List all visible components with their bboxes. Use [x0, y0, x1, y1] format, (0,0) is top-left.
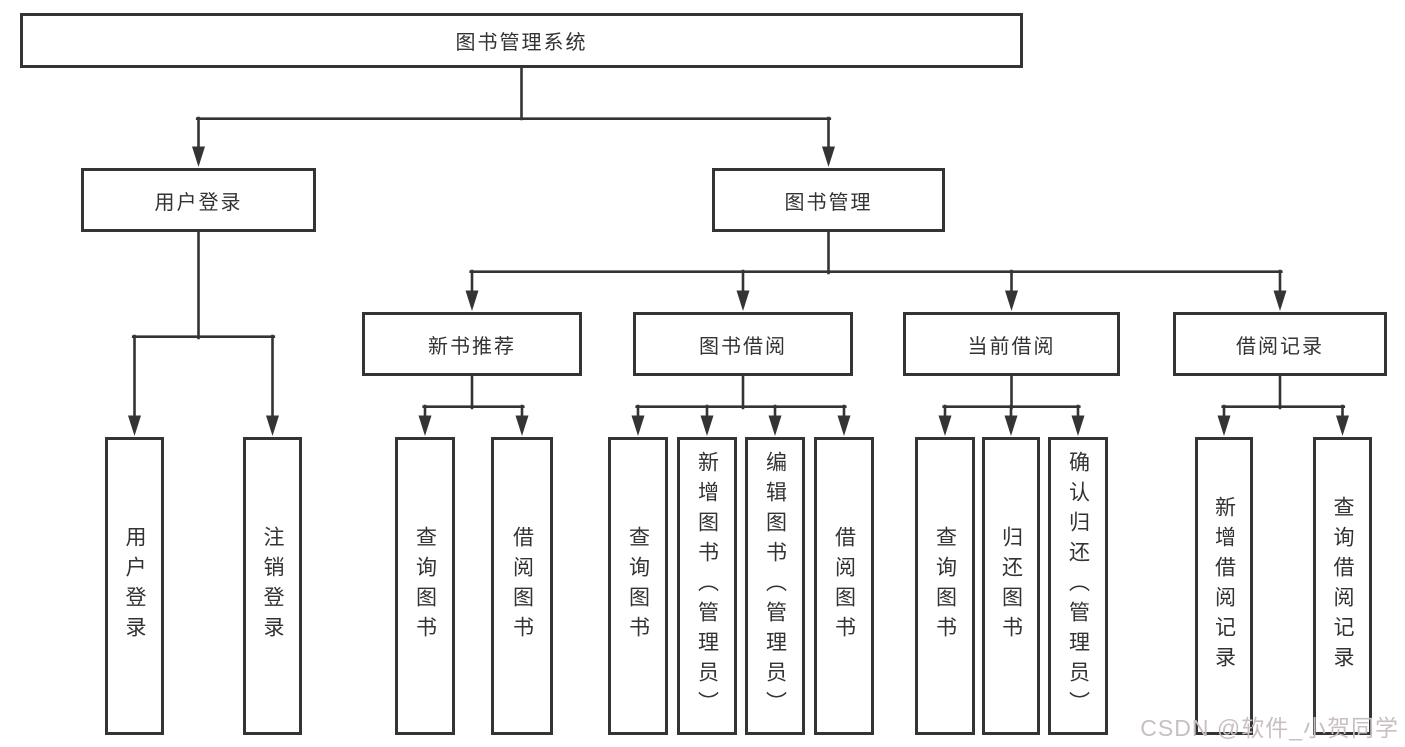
node-leaf-add-books-admin: 新增图书（管理员）	[677, 437, 737, 735]
node-leaf-logout: 注销登录	[243, 437, 302, 735]
node-leaf-query-books-current: 查询图书	[915, 437, 975, 735]
node-book-management: 图书管理	[712, 168, 945, 232]
node-leaf-return-books: 归还图书	[982, 437, 1040, 735]
node-leaf-borrow-books-recommend: 借阅图书	[491, 437, 553, 735]
arrowheads	[128, 146, 1349, 436]
node-user-login: 用户登录	[81, 168, 316, 232]
node-leaf-borrow-books: 借阅图书	[814, 437, 874, 735]
node-leaf-user-login: 用户登录	[105, 437, 164, 735]
node-current-borrow: 当前借阅	[903, 312, 1120, 376]
node-library-management-system: 图书管理系统	[20, 13, 1023, 68]
node-book-borrow: 图书借阅	[633, 312, 853, 376]
node-borrow-records: 借阅记录	[1173, 312, 1387, 376]
node-leaf-query-books-recommend: 查询图书	[395, 437, 455, 735]
node-leaf-confirm-return-admin: 确认归还（管理员）	[1048, 437, 1108, 735]
node-leaf-query-borrow-record: 查询借阅记录	[1313, 437, 1372, 735]
node-leaf-add-borrow-record: 新增借阅记录	[1195, 437, 1253, 735]
node-leaf-edit-books-admin: 编辑图书（管理员）	[745, 437, 805, 735]
node-leaf-query-books-borrow: 查询图书	[608, 437, 668, 735]
node-new-book-recommend: 新书推荐	[362, 312, 582, 376]
